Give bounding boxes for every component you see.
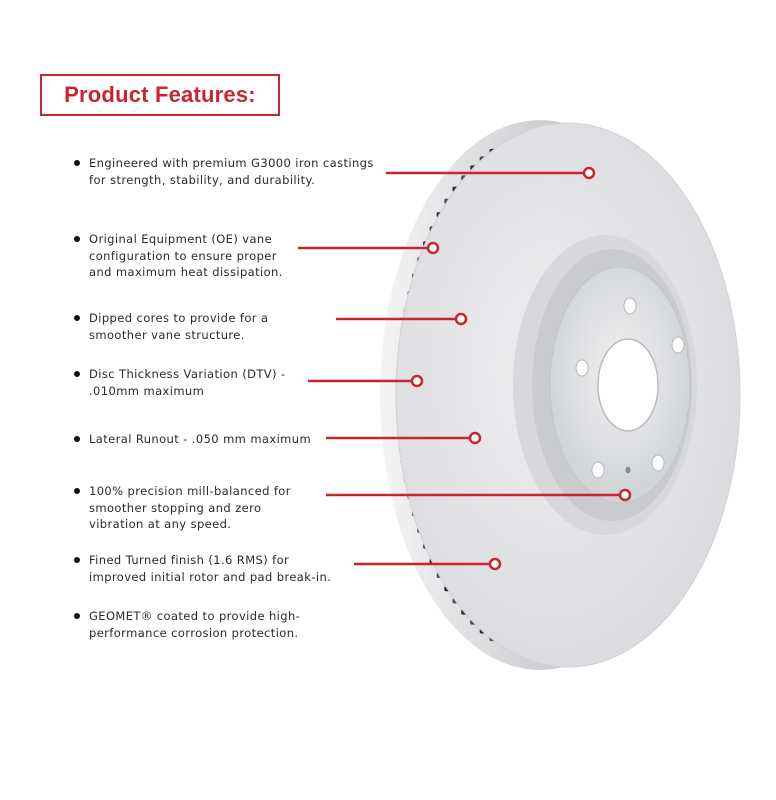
lug-hole: [575, 359, 589, 377]
feature-text: Disc Thickness Variation (DTV) - .010mm …: [89, 367, 286, 398]
callout-marker: [454, 312, 468, 326]
bullet-icon: [74, 436, 80, 442]
feature-item: Dipped cores to provide for a smoother v…: [74, 310, 324, 343]
callout-marker: [488, 557, 502, 571]
feature-text: Dipped cores to provide for a smoother v…: [89, 311, 269, 342]
callout-marker: [618, 488, 632, 502]
lug-hole: [623, 297, 637, 315]
callout-markers: [410, 166, 632, 571]
feature-item: GEOMET® coated to provide high-performan…: [74, 608, 364, 641]
center-bore: [597, 338, 659, 432]
lug-hole: [591, 461, 605, 479]
feature-text: Original Equipment (OE) vane configurati…: [89, 232, 283, 279]
page-title: Product Features:: [64, 82, 256, 107]
feature-text: Engineered with premium G3000 iron casti…: [89, 156, 374, 187]
callout-marker: [582, 166, 596, 180]
bullet-icon: [74, 371, 80, 377]
feature-item: Original Equipment (OE) vane configurati…: [74, 231, 294, 281]
bullet-icon: [74, 160, 80, 166]
feature-item: Engineered with premium G3000 iron casti…: [74, 155, 384, 188]
lug-hole: [671, 336, 685, 354]
feature-item: Disc Thickness Variation (DTV) - .010mm …: [74, 366, 294, 399]
product-features-header: Product Features:: [40, 74, 280, 116]
feature-item: Fined Turned finish (1.6 RMS) for improv…: [74, 552, 344, 585]
bullet-icon: [74, 557, 80, 563]
feature-text: GEOMET® coated to provide high-performan…: [89, 609, 301, 640]
callout-marker: [410, 374, 424, 388]
feature-text: Fined Turned finish (1.6 RMS) for improv…: [89, 553, 332, 584]
feature-text: Lateral Runout - .050 mm maximum: [89, 432, 312, 446]
locator-hole: [625, 466, 631, 474]
lug-hole: [651, 454, 665, 472]
callout-lines: [298, 171, 620, 566]
feature-item: 100% precision mill-balanced for smoothe…: [74, 483, 314, 533]
feature-text: 100% precision mill-balanced for smoothe…: [89, 484, 291, 531]
callout-marker: [468, 431, 482, 445]
bullet-icon: [74, 488, 80, 494]
bullet-icon: [74, 613, 80, 619]
feature-item: Lateral Runout - .050 mm maximum: [74, 431, 334, 448]
callout-marker: [426, 241, 440, 255]
bullet-icon: [74, 315, 80, 321]
bullet-icon: [74, 236, 80, 242]
